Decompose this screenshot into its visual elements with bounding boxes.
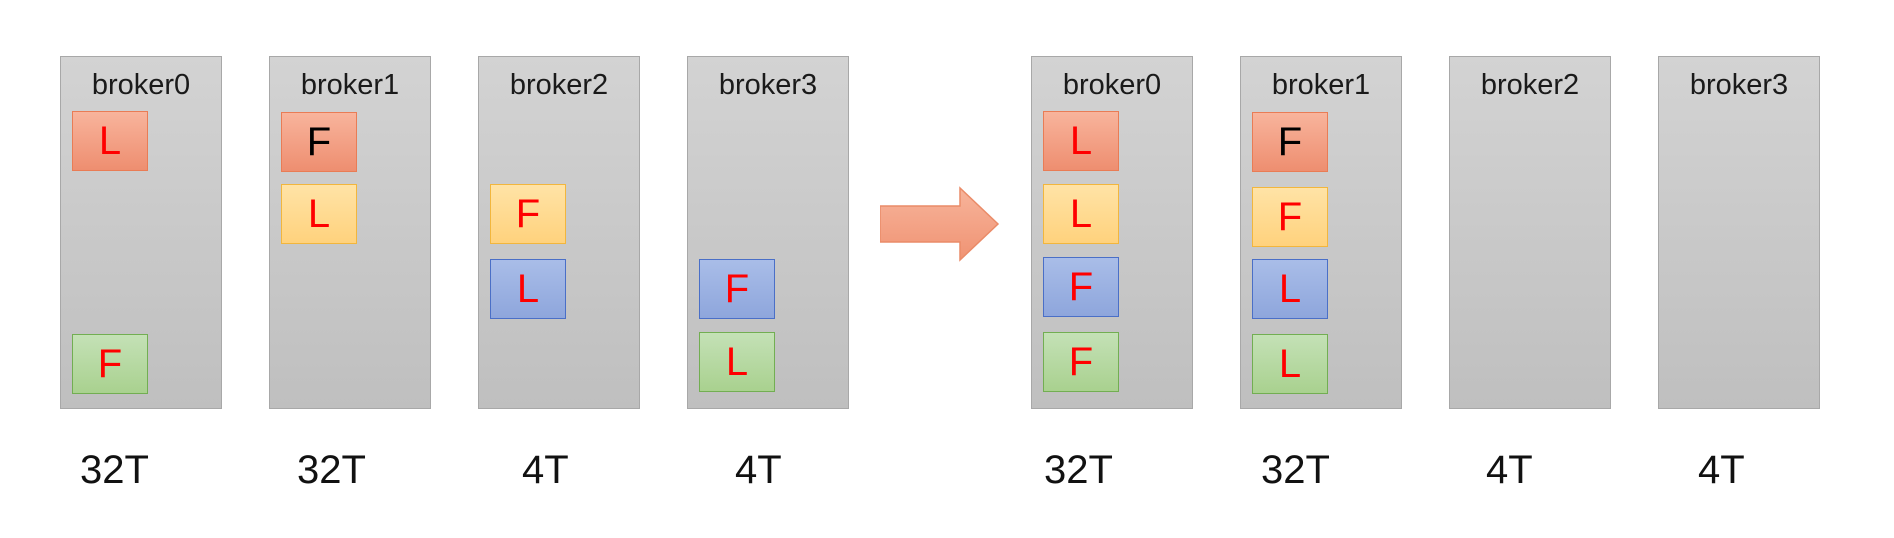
replica-yellow-follower: F: [490, 184, 566, 244]
broker-label: broker0: [1062, 69, 1162, 101]
replica-red-follower: F: [1252, 112, 1328, 172]
replica-blue-leader: L: [1252, 259, 1328, 319]
broker-capacity-label: 32T: [1044, 448, 1113, 492]
broker-capacity-label: 4T: [735, 448, 782, 492]
replica-yellow-follower: F: [1252, 187, 1328, 247]
replica-red-leader: L: [1043, 111, 1119, 171]
broker-label: broker0: [91, 69, 191, 101]
broker-capacity-label: 32T: [80, 448, 149, 492]
broker-capacity-label: 4T: [1486, 448, 1533, 492]
broker-label: broker2: [509, 69, 609, 101]
replica-green-follower: F: [72, 334, 148, 394]
broker-label: broker2: [1480, 69, 1580, 101]
broker-label: broker3: [718, 69, 818, 101]
replica-green-leader: L: [1252, 334, 1328, 394]
replica-blue-leader: L: [490, 259, 566, 319]
broker-capacity-label: 32T: [1261, 448, 1330, 492]
right-arrow-icon: [880, 186, 1000, 262]
broker-label: broker1: [1271, 69, 1371, 101]
broker-label: broker3: [1689, 69, 1789, 101]
replica-yellow-leader: L: [281, 184, 357, 244]
broker-capacity-label: 32T: [297, 448, 366, 492]
replica-red-follower: F: [281, 112, 357, 172]
broker-box-broker3-after: broker3: [1658, 56, 1820, 409]
broker-capacity-label: 4T: [522, 448, 569, 492]
broker-box-broker2-after: broker2: [1449, 56, 1611, 409]
broker-capacity-label: 4T: [1698, 448, 1745, 492]
replica-yellow-leader: L: [1043, 184, 1119, 244]
replica-green-follower: F: [1043, 332, 1119, 392]
replica-green-leader: L: [699, 332, 775, 392]
broker-label: broker1: [300, 69, 400, 101]
replica-red-leader: L: [72, 111, 148, 171]
replica-blue-follower: F: [699, 259, 775, 319]
replica-blue-follower: F: [1043, 257, 1119, 317]
